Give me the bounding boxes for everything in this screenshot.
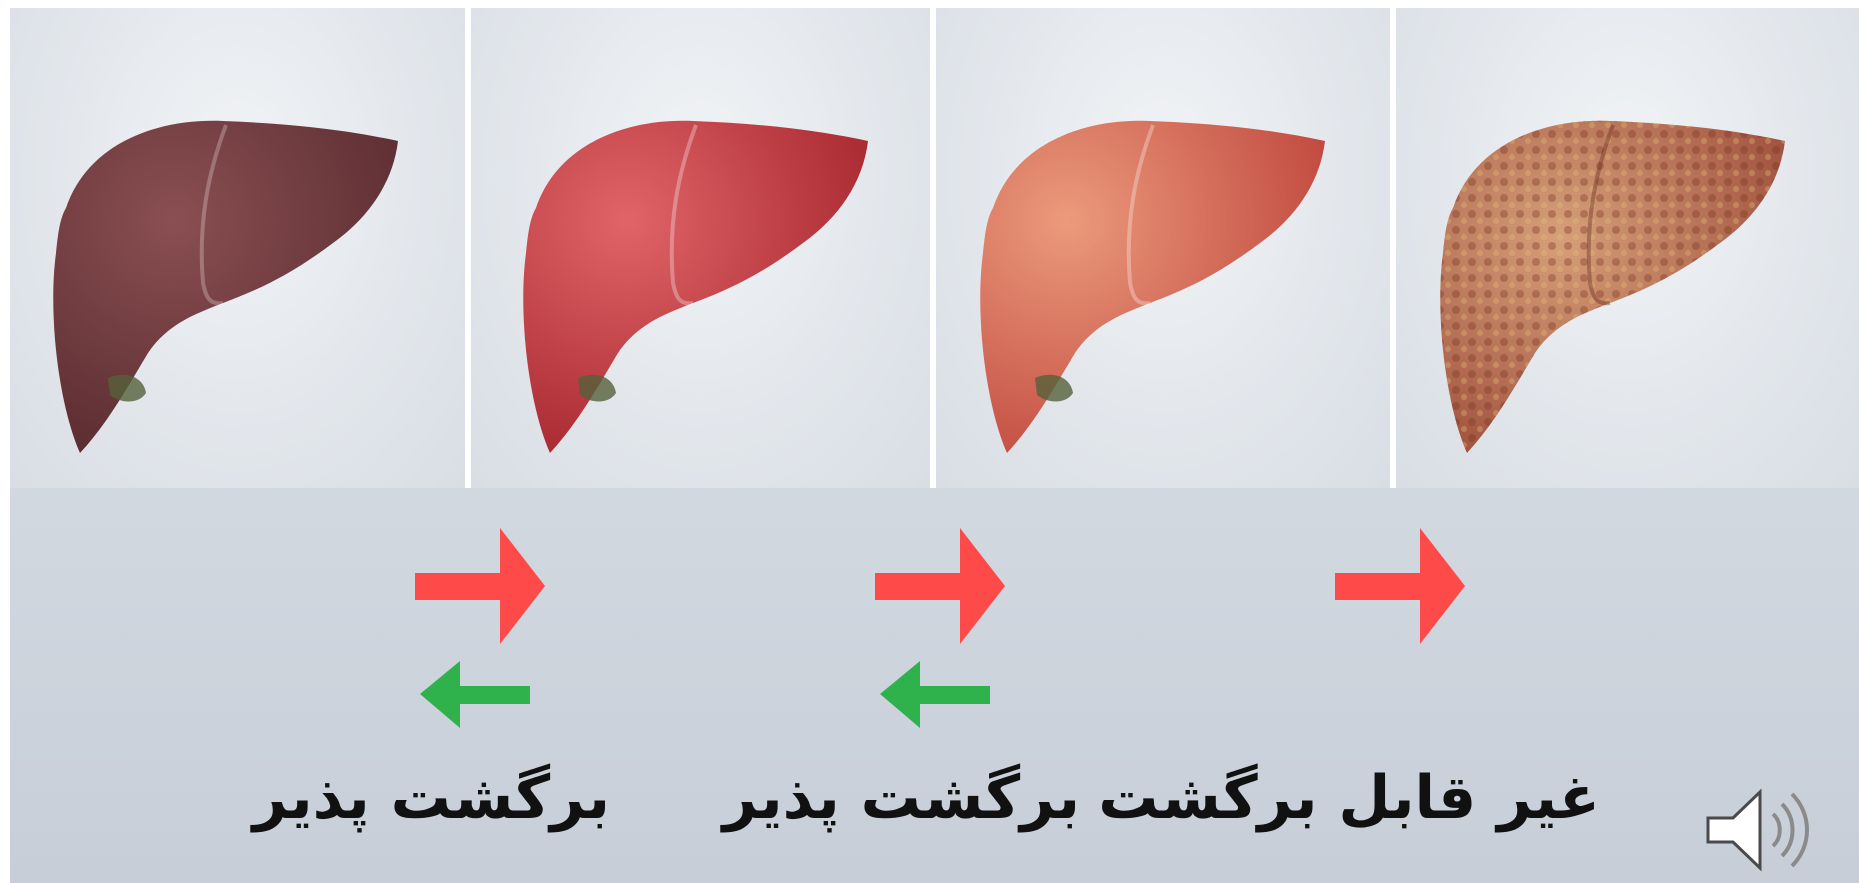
panel-divider	[1390, 8, 1396, 488]
label-irreversible: غیر قابل برگشت	[1210, 763, 1600, 833]
panel-divider	[465, 8, 471, 488]
forward-arrow	[1335, 528, 1475, 658]
speaker-icon[interactable]	[1698, 780, 1818, 880]
forward-arrow	[415, 528, 555, 658]
backward-arrow	[420, 656, 530, 736]
liver-cirrhosis	[1435, 113, 1795, 463]
liver-healthy	[48, 113, 408, 463]
liver-fatty-stage-2	[975, 113, 1335, 463]
liver-stages-diagram: برگشت پذیر برگشت پذیر غیر قابل برگشت	[10, 8, 1859, 883]
backward-arrow	[880, 656, 990, 736]
label-reversible-1: برگشت پذیر	[320, 763, 610, 833]
forward-arrow	[875, 528, 1015, 658]
liver-fatty-stage-1	[518, 113, 878, 463]
label-reversible-2: برگشت پذیر	[790, 763, 1080, 833]
panel-divider	[930, 8, 936, 488]
